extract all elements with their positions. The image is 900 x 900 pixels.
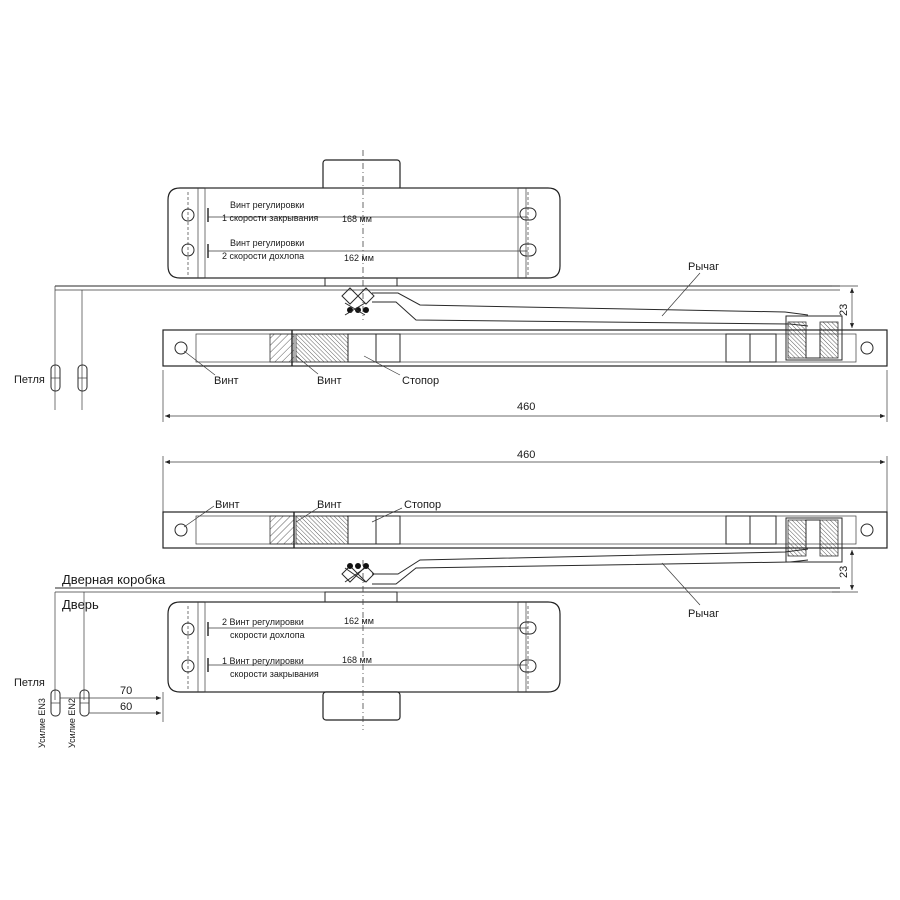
length-dimension-bottom: 460	[162, 449, 888, 512]
rail-hole	[860, 523, 874, 537]
rail-screw-left-label: Винт	[215, 499, 240, 511]
adj1-label-line2: скорости закрывания	[230, 669, 319, 679]
adj1-dimension: 168 мм	[342, 655, 372, 665]
adj2-dimension: 162 мм	[344, 616, 374, 626]
rail-length-value: 460	[517, 449, 535, 461]
lever-leader	[661, 272, 701, 317]
rail-length-value: 460	[517, 401, 535, 413]
slide-rail-top	[162, 315, 888, 367]
bottom-view: 460 Винт Винт Стопор	[14, 449, 888, 748]
offset-value: 23	[838, 304, 850, 316]
lever-label: Рычаг	[688, 608, 719, 620]
adj1-label-line1: Винт регулировки	[230, 200, 304, 210]
length-dimension-top: 460	[162, 370, 888, 422]
door-frame-label: Дверная коробка	[62, 572, 166, 587]
hinge-distance-dimensions: 70 60	[60, 685, 164, 722]
adj2-label-line1: 2 Винт регулировки	[222, 617, 304, 627]
dim-70-value: 70	[120, 685, 132, 697]
adj1-label-line1: 1 Винт регулировки	[222, 656, 304, 666]
rail-hole	[860, 341, 874, 355]
hinge-top	[50, 286, 88, 410]
rail-screw-mid-label: Винт	[317, 375, 342, 387]
adj2-label-line2: скорости дохлопа	[230, 630, 305, 640]
slide-rail-bottom	[162, 511, 888, 563]
lever-label: Рычаг	[688, 261, 719, 273]
closer-body-top: Винт регулировки 1 скорости закрывания 1…	[167, 150, 561, 320]
adj1-label-line2: 1 скорости закрывания	[222, 213, 318, 223]
rail-screw-mid-label: Винт	[317, 499, 342, 511]
rail-stopper-label: Стопор	[402, 375, 439, 387]
top-view: Винт регулировки 1 скорости закрывания 1…	[14, 150, 888, 422]
rail-screw-left-label: Винт	[214, 375, 239, 387]
hinge-label-bottom: Петля	[14, 677, 45, 689]
offset-value: 23	[838, 566, 850, 578]
rail-stopper-label: Стопор	[404, 499, 441, 511]
force-en2-label: Усилие EN2	[67, 698, 77, 748]
force-en3-label: Усилие EN3	[37, 698, 47, 748]
lever-leader	[661, 562, 701, 606]
door-label: Дверь	[62, 597, 99, 612]
adj2-label-line2: 2 скорости дохлопа	[222, 251, 304, 261]
adj1-dimension: 168 мм	[342, 214, 372, 224]
offset-dimension-bottom: 23	[832, 547, 858, 593]
hinge-bottom	[50, 592, 90, 717]
adj2-label-line1: Винт регулировки	[230, 238, 304, 248]
rail-hole	[174, 523, 188, 537]
rail-hole	[174, 341, 188, 355]
lever-arm-bottom	[341, 548, 809, 585]
dim-60-value: 60	[120, 701, 132, 713]
closer-body-bottom: 2 Винт регулировки скорости дохлопа 162 …	[167, 560, 561, 730]
adj2-dimension: 162 мм	[344, 253, 374, 263]
lever-arm-top	[341, 287, 809, 327]
hinge-label-top: Петля	[14, 374, 45, 386]
